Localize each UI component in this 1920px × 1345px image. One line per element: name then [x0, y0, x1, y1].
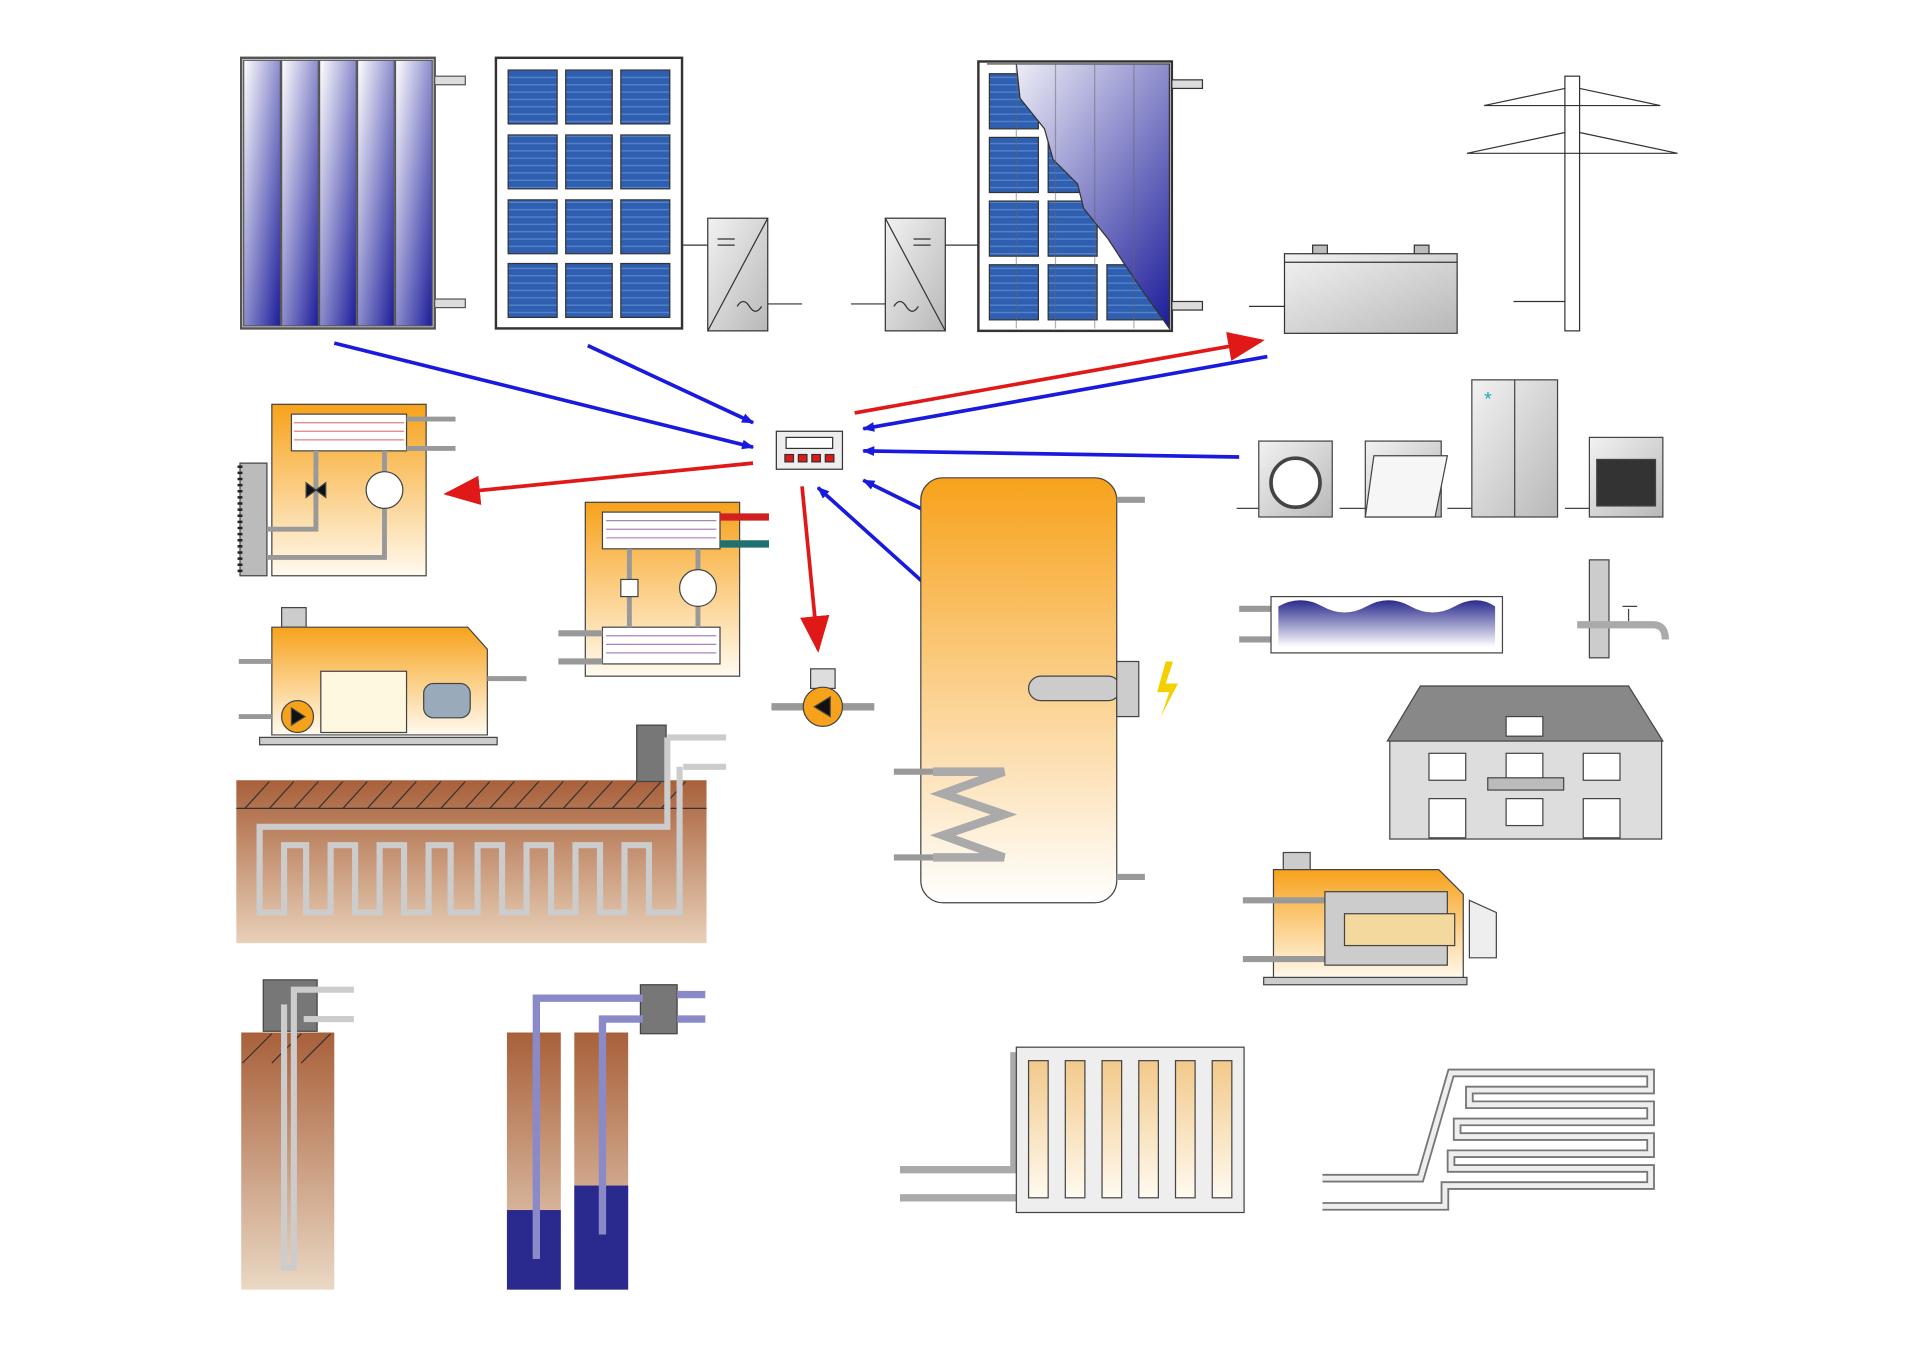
hybrid-pvt-panel — [977, 60, 1204, 333]
oven — [1564, 436, 1664, 518]
ground-heat-collector — [236, 724, 727, 944]
biomass-boiler — [1242, 851, 1497, 986]
arrow-grid-to-controller — [862, 354, 1268, 432]
swimming-pool — [1239, 595, 1504, 654]
arrow-controller-to-pump — [800, 486, 830, 653]
circulation-pump — [771, 668, 875, 727]
air-heat-pump — [237, 403, 456, 577]
borehole-probe — [241, 979, 354, 1290]
inverter-icon — [682, 217, 803, 332]
washing-machine — [1236, 440, 1333, 518]
dishwasher — [1339, 440, 1449, 518]
water-tap — [1577, 559, 1669, 659]
photovoltaic-panel — [494, 56, 684, 330]
groundwater-wells — [506, 984, 706, 1290]
arrow-pv-to-controller — [586, 343, 755, 425]
floor-heating — [1322, 1068, 1655, 1211]
chp-unit — [238, 606, 527, 746]
battery-icon — [1248, 244, 1458, 334]
arrow-controller-to-grid — [854, 331, 1265, 415]
svg-text:*: * — [1484, 389, 1492, 411]
solar-thermal-collector — [240, 56, 466, 330]
water-heat-pump — [558, 501, 769, 677]
inverter-icon — [851, 217, 979, 332]
lightning-icon — [1157, 661, 1178, 717]
arrow-appliances-to-controller — [862, 446, 1240, 459]
power-pylon — [1466, 75, 1678, 332]
arrow-solar-to-controller — [333, 341, 755, 450]
house — [1386, 685, 1664, 840]
arrow-controller-to-heatpump — [443, 461, 754, 506]
refrigerator: * — [1447, 379, 1559, 518]
radiator — [900, 1046, 1245, 1214]
storage-tank — [893, 477, 1178, 904]
controller-unit — [775, 430, 844, 470]
